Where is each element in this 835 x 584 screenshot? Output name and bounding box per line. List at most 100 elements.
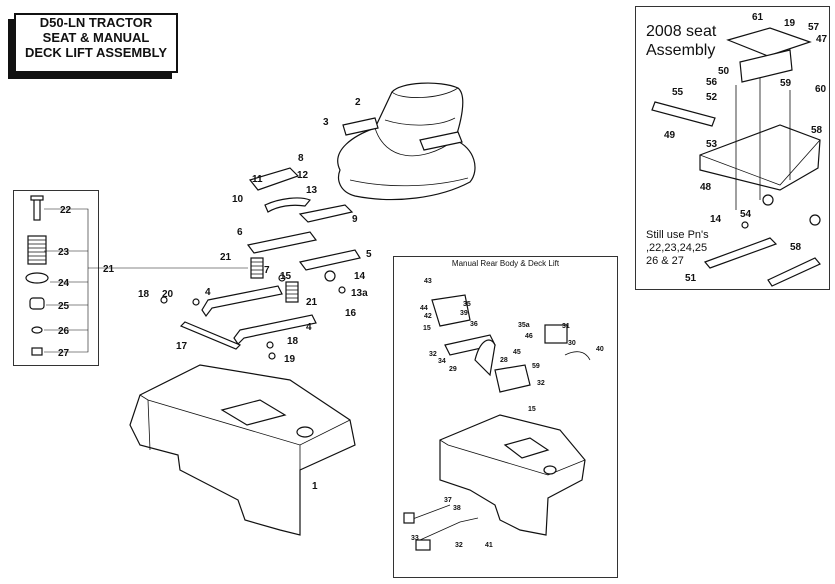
rear-callout-32-mid: 32 bbox=[537, 380, 545, 387]
hardware-small bbox=[160, 270, 346, 360]
rear-callout-42: 42 bbox=[424, 313, 432, 320]
s08-callout-56: 56 bbox=[706, 77, 718, 88]
callout-18-lower: 18 bbox=[287, 336, 299, 347]
callout-19: 19 bbox=[284, 354, 296, 365]
fender-1 bbox=[129, 364, 356, 536]
callout-10: 10 bbox=[232, 194, 244, 205]
s08-callout-50: 50 bbox=[718, 66, 730, 77]
callout-16: 16 bbox=[345, 308, 357, 319]
callout-18-upper: 18 bbox=[138, 289, 150, 300]
seat-2008-title: 2008 seat Assembly bbox=[646, 22, 716, 60]
springs-21 bbox=[250, 257, 299, 303]
callout-7: 7 bbox=[264, 265, 270, 276]
rear-body-parts bbox=[403, 294, 591, 551]
callout-4-lower: 4 bbox=[306, 322, 312, 333]
s08-callout-49: 49 bbox=[664, 130, 676, 141]
s08-callout-14: 14 bbox=[710, 214, 722, 225]
title-line-1: D50-LN TRACTOR bbox=[39, 15, 153, 30]
seat-2008-note-line-1: Still use Pn's bbox=[646, 229, 709, 241]
rear-callout-15-upper: 15 bbox=[423, 325, 431, 332]
s08-callout-58-lower: 58 bbox=[790, 242, 802, 253]
rear-callout-38: 38 bbox=[453, 505, 461, 512]
callout-21-right: 21 bbox=[306, 297, 318, 308]
s08-callout-60: 60 bbox=[815, 84, 827, 95]
callout-8: 8 bbox=[298, 153, 304, 164]
kit-21-labels: 22 23 24 25 26 27 21 bbox=[58, 205, 115, 359]
bracket-24 bbox=[25, 272, 49, 284]
s08-callout-53: 53 bbox=[706, 139, 718, 150]
rear-callout-35a: 35a bbox=[518, 322, 530, 329]
rear-callout-43: 43 bbox=[424, 278, 432, 285]
rear-callout-41: 41 bbox=[485, 542, 493, 549]
callout-4-upper: 4 bbox=[205, 287, 211, 298]
rear-callout-30: 30 bbox=[568, 340, 576, 347]
callout-25: 25 bbox=[58, 301, 70, 312]
callout-21-kit: 21 bbox=[103, 264, 115, 275]
bushing-25 bbox=[29, 297, 45, 310]
rear-body-labels: 43 35 44 39 42 36 35a 15 46 31 30 32 45 … bbox=[411, 278, 604, 549]
callout-21-left: 21 bbox=[220, 252, 232, 263]
s08-callout-52: 52 bbox=[706, 92, 718, 103]
rear-callout-31: 31 bbox=[562, 323, 570, 330]
rear-callout-15-lower: 15 bbox=[528, 406, 536, 413]
seat-2008-labels: 61 19 57 47 50 56 52 55 59 60 58 49 53 4… bbox=[664, 12, 828, 284]
callout-6: 6 bbox=[237, 227, 243, 238]
rear-callout-32-lower: 32 bbox=[455, 542, 463, 549]
s08-callout-59: 59 bbox=[780, 78, 792, 89]
callout-13: 13 bbox=[306, 185, 318, 196]
callout-17: 17 bbox=[176, 341, 188, 352]
seat-2008-note-line-3: 26 & 27 bbox=[646, 255, 684, 267]
s08-callout-57: 57 bbox=[808, 22, 820, 33]
s08-callout-61: 61 bbox=[752, 12, 764, 23]
callout-23: 23 bbox=[58, 247, 70, 258]
callout-14: 14 bbox=[354, 271, 366, 282]
s08-callout-47: 47 bbox=[816, 34, 828, 45]
seat-2008-title-line-2: Assembly bbox=[646, 42, 716, 59]
callout-12: 12 bbox=[297, 170, 309, 181]
washer-26 bbox=[31, 326, 43, 334]
rear-callout-44: 44 bbox=[420, 305, 428, 312]
rear-body-title: Manual Rear Body & Deck Lift bbox=[451, 259, 560, 268]
armrests-3 bbox=[342, 117, 463, 151]
rear-callout-28: 28 bbox=[500, 357, 508, 364]
rear-callout-46: 46 bbox=[525, 333, 533, 340]
callout-27: 27 bbox=[58, 348, 70, 359]
callout-15: 15 bbox=[280, 271, 292, 282]
rod-17 bbox=[179, 321, 242, 350]
diagram-title: D50-LN TRACTOR SEAT & MANUAL DECK LIFT A… bbox=[14, 13, 178, 73]
s08-callout-55: 55 bbox=[672, 87, 684, 98]
rear-callout-34: 34 bbox=[438, 358, 446, 365]
rear-callout-59: 59 bbox=[532, 363, 540, 370]
callout-20: 20 bbox=[162, 289, 174, 300]
rails-4 bbox=[201, 285, 317, 345]
rear-callout-45: 45 bbox=[513, 349, 521, 356]
title-line-2: SEAT & MANUAL bbox=[42, 30, 150, 45]
bolt-22 bbox=[33, 197, 41, 221]
callout-24: 24 bbox=[58, 278, 70, 289]
seat-2008-note-line-2: ,22,23,24,25 bbox=[646, 242, 708, 254]
rear-callout-36: 36 bbox=[470, 321, 478, 328]
rear-callout-29: 29 bbox=[449, 366, 457, 373]
rear-callout-40: 40 bbox=[596, 346, 604, 353]
main-labels: 2 3 8 11 12 13 10 9 6 5 21 7 15 14 13a 1… bbox=[138, 97, 372, 492]
s08-callout-48: 48 bbox=[700, 182, 712, 193]
callout-9: 9 bbox=[352, 214, 358, 225]
s08-callout-19: 19 bbox=[784, 18, 796, 29]
rear-callout-33: 33 bbox=[411, 535, 419, 542]
s08-callout-51: 51 bbox=[685, 273, 697, 284]
callout-3: 3 bbox=[323, 117, 329, 128]
callout-11: 11 bbox=[252, 174, 263, 185]
title-line-3: DECK LIFT ASSEMBLY bbox=[24, 45, 168, 60]
seat-2008-parts bbox=[651, 27, 821, 287]
s08-callout-58-upper: 58 bbox=[811, 125, 823, 136]
s08-callout-54: 54 bbox=[740, 209, 752, 220]
seat-brackets bbox=[246, 167, 361, 271]
callout-13a: 13a bbox=[351, 288, 368, 299]
seat-2008-title-line-1: 2008 seat bbox=[646, 23, 717, 40]
rear-callout-39: 39 bbox=[460, 310, 468, 317]
rear-callout-37: 37 bbox=[444, 497, 452, 504]
rear-callout-35: 35 bbox=[463, 301, 471, 308]
callout-1: 1 bbox=[312, 481, 318, 492]
callout-26: 26 bbox=[58, 326, 70, 337]
